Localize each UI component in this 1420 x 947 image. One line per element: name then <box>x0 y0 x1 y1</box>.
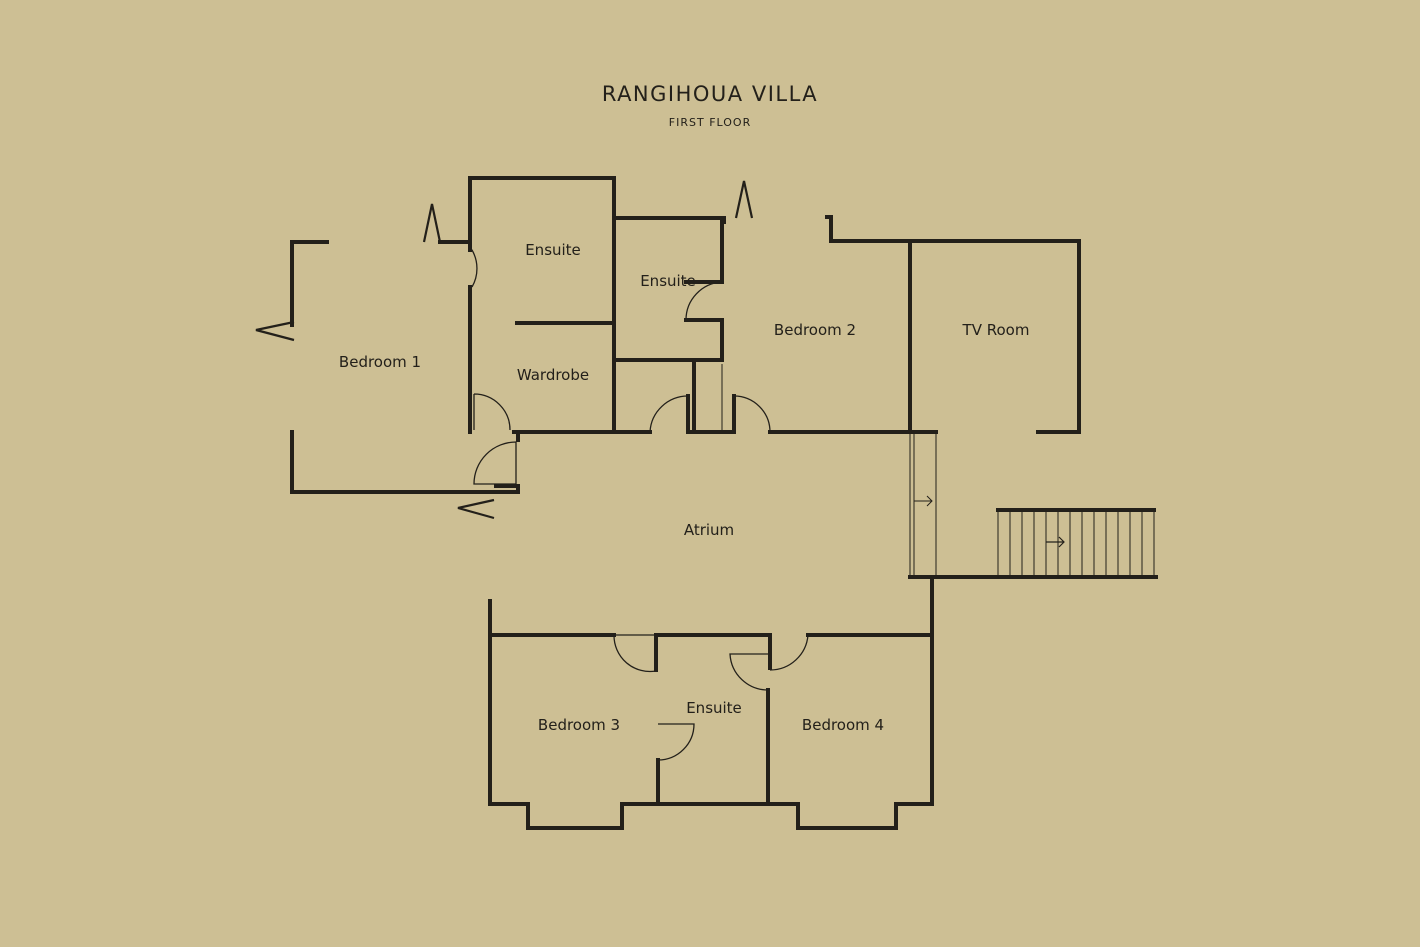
ensuite-1-door <box>470 249 478 288</box>
label-ensuite-3: Ensuite <box>686 699 742 717</box>
stair-flight <box>997 509 1155 578</box>
label-bedroom-3: Bedroom 3 <box>538 716 620 734</box>
windows <box>255 180 754 520</box>
ensuite-3-door-2 <box>729 653 769 691</box>
plan-subtitle: FIRST FLOOR <box>668 116 752 129</box>
bedroom-2-door <box>733 395 771 433</box>
bedroom-4-wall-bottom <box>766 633 934 830</box>
doors <box>470 249 809 761</box>
label-bedroom-4: Bedroom 4 <box>802 716 884 734</box>
bedroom-1-door <box>473 441 517 485</box>
label-wardrobe: Wardrobe <box>517 366 589 384</box>
label-tv-room: TV Room <box>962 321 1030 339</box>
bedroom-1-window-marker <box>255 320 295 342</box>
stair-treads <box>1009 510 1143 577</box>
ensuite-1-wall-outer <box>438 176 616 432</box>
label-atrium: Atrium <box>684 521 734 539</box>
stairs <box>909 431 1156 578</box>
stair-ramp-arrow-icon <box>914 495 933 507</box>
bedroom-3-door <box>613 634 657 673</box>
bedroom-2-wall-top <box>825 215 1081 434</box>
label-bedroom-2: Bedroom 2 <box>774 321 856 339</box>
ensuite-2-atrium-door <box>649 395 689 433</box>
label-ensuite-1: Ensuite <box>525 241 581 259</box>
ensuite-3-door <box>657 723 695 761</box>
wardrobe-door <box>473 393 511 431</box>
ensuite-3-wall-top <box>654 633 772 672</box>
label-bedroom-1: Bedroom 1 <box>339 353 421 371</box>
bedroom-3-wall-left <box>488 599 660 830</box>
bedroom-2-window-marker <box>734 180 754 219</box>
plan-title: RANGIHOUA VILLA <box>601 82 819 106</box>
bedroom-1-wall-bottom <box>290 430 520 494</box>
label-ensuite-2: Ensuite <box>640 272 696 290</box>
ensuite-3-wall-left <box>656 758 770 806</box>
bedroom-4-door <box>769 634 809 671</box>
ensuite-1-window-marker <box>422 203 442 243</box>
stair-ramp <box>909 431 937 578</box>
bedroom-1-wall-top <box>290 240 329 327</box>
atrium-window-marker <box>457 498 495 520</box>
room-labels: Bedroom 1 Ensuite Wardrobe Ensuite Bedro… <box>339 241 1030 734</box>
stair-arrow-icon <box>1046 536 1065 548</box>
ensuite-2-door <box>685 281 723 321</box>
walls <box>290 176 1158 830</box>
atrium-wall-east <box>806 575 934 637</box>
